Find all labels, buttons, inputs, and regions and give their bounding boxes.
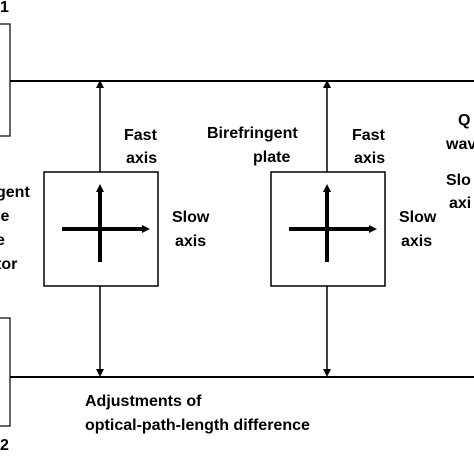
left-label-line3: e — [0, 232, 5, 249]
corner-label-1: 1 — [0, 0, 9, 16]
plate-label-b: plate — [253, 149, 290, 166]
left-label-line1: gent — [0, 184, 30, 201]
slow-axis-label-1a: Slow — [172, 209, 210, 226]
right-label-line3: Slo — [446, 172, 471, 189]
left-top-component — [0, 23, 11, 137]
bottom-caption-line2: optical-path-length difference — [85, 417, 310, 434]
corner-label-2: 2 — [0, 437, 9, 454]
left-label-line2: le — [0, 208, 9, 225]
left-bottom-component — [0, 317, 11, 427]
right-label-line1: Q — [458, 112, 470, 129]
fast-axis-label-1a: Fast — [124, 127, 158, 144]
slow-axis-label-2a: Slow — [399, 209, 437, 226]
slow-axis-label-2b: axis — [401, 233, 432, 250]
fast-axis-label-1b: axis — [126, 150, 157, 167]
left-label-line4: tor — [0, 256, 17, 273]
right-label-line2: wav — [445, 136, 474, 153]
bottom-caption-line1: Adjustments of — [85, 393, 202, 410]
right-label-line4: axi — [449, 195, 471, 212]
fast-axis-label-2a: Fast — [352, 127, 386, 144]
plate-label-a: Birefringent — [207, 125, 298, 142]
fast-axis-label-2b: axis — [354, 150, 385, 167]
slow-axis-label-1b: axis — [175, 233, 206, 250]
